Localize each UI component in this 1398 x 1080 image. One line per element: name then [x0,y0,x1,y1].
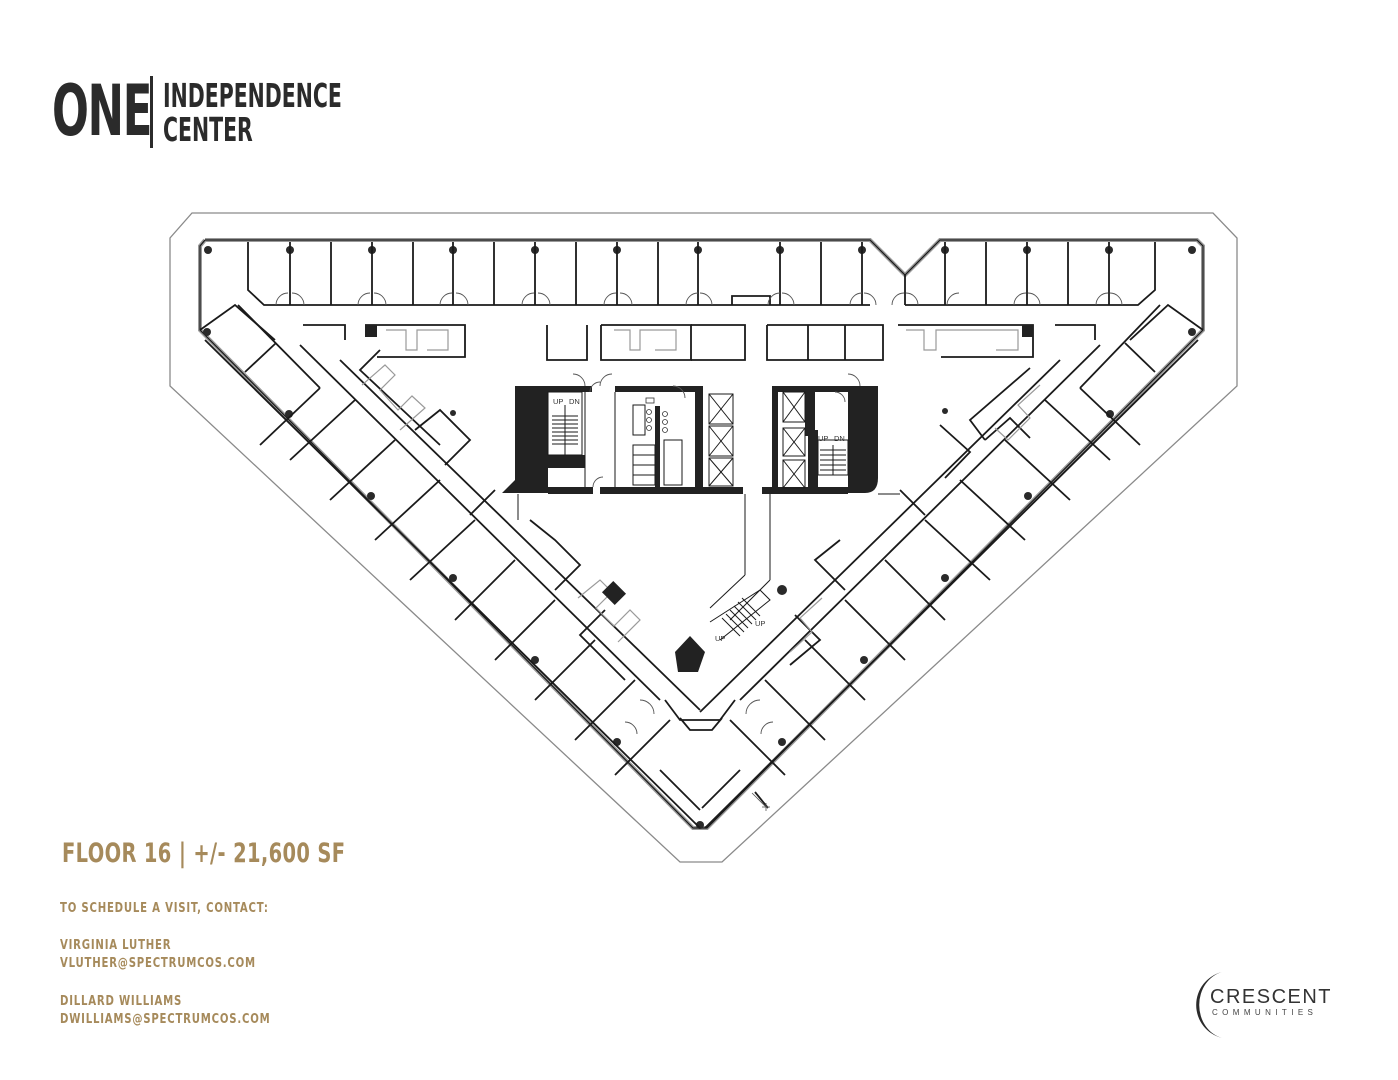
site-boundary [169,212,1238,863]
contact-1-name: VIRGINIA LUTHER [60,938,172,953]
svg-text:DN: DN [834,434,845,443]
core-doors [572,373,861,488]
left-wing-rooms [199,303,701,829]
logo-divider [150,76,153,148]
logo-line-1: INDEPENDENCE [163,76,342,115]
core-detail [517,391,900,641]
door-swings-top [275,292,1123,306]
contact-1-email[interactable]: VLUTHER@SPECTRUMCOS.COM [60,956,256,971]
svg-text:UP: UP [553,397,563,406]
floor-title: FLOOR 16 | +/- 21,600 SF [62,838,346,869]
svg-text:DN: DN [569,397,580,406]
contact-2-email[interactable]: DWILLIAMS@SPECTRUMCOS.COM [60,1012,271,1027]
svg-text:UP: UP [755,619,765,628]
inner-rooms-top [303,324,1096,361]
crescent-moon-icon [1196,972,1222,1038]
contact-heading: TO SCHEDULE A VISIT, CONTACT: [60,901,269,916]
building-exterior [198,238,1205,830]
building-logo: ONE INDEPENDENCE CENTER [52,74,452,152]
logo-building-name: INDEPENDENCE CENTER [163,74,342,152]
svg-text:UP: UP [818,434,828,443]
building-core [502,386,878,672]
brand-name: CRESCENT [1210,986,1333,1008]
stair-labels: UP DN UP DN UP UP [553,397,845,643]
brand-tagline: COMMUNITIES [1212,1008,1318,1017]
toilet-fixtures [645,397,668,433]
structural-columns [203,246,1196,829]
logo-line-2: CENTER [163,110,253,149]
crescent-logo: CRESCENT COMMUNITIES [1196,970,1336,1040]
perimeter-offices-top [247,242,1156,306]
right-wing-rooms [699,303,1204,829]
contact-2-name: DILLARD WILLIAMS [60,994,183,1009]
svg-text:UP: UP [715,634,725,643]
bottom-lobby [659,699,769,811]
